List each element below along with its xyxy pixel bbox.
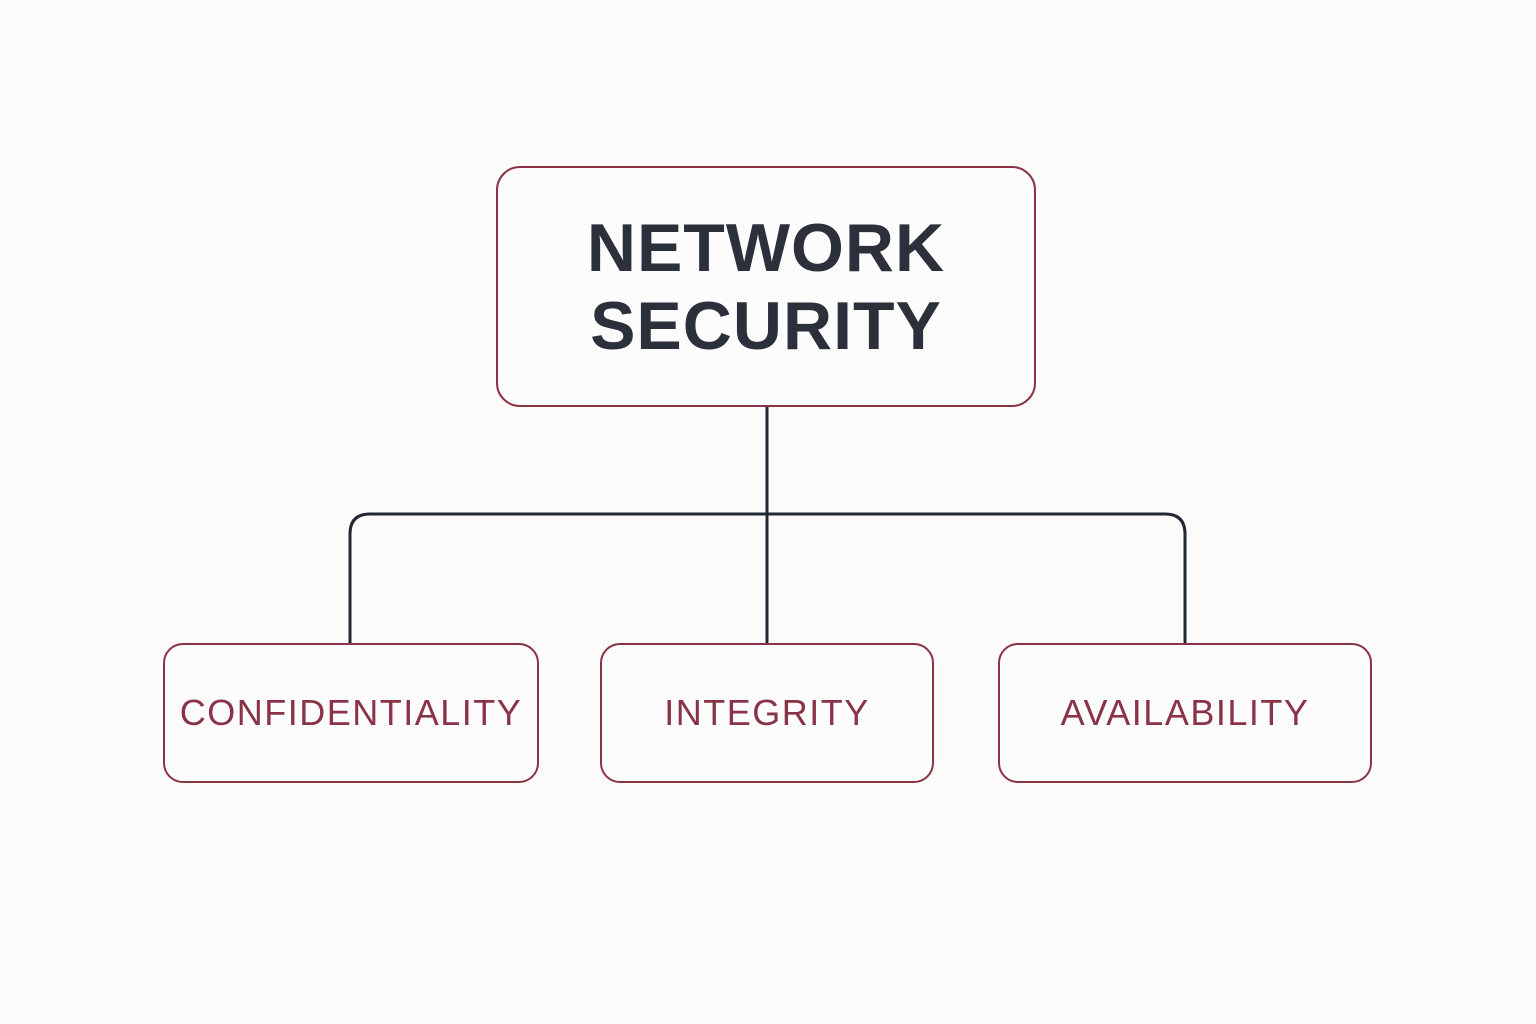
connector-to-confidentiality — [348, 512, 767, 643]
child-node-integrity: INTEGRITY — [600, 643, 934, 783]
child-node-label: AVAILABILITY — [1060, 692, 1310, 733]
root-node-label: NETWORK SECURITY — [586, 209, 946, 364]
child-node-confidentiality: CONFIDENTIALITY — [163, 643, 539, 783]
connector-to-availability — [767, 512, 1187, 643]
child-node-label: CONFIDENTIALITY — [179, 692, 523, 733]
child-node-label: INTEGRITY — [664, 692, 870, 733]
child-node-availability: AVAILABILITY — [998, 643, 1372, 783]
root-node-network-security: NETWORK SECURITY — [496, 166, 1036, 407]
